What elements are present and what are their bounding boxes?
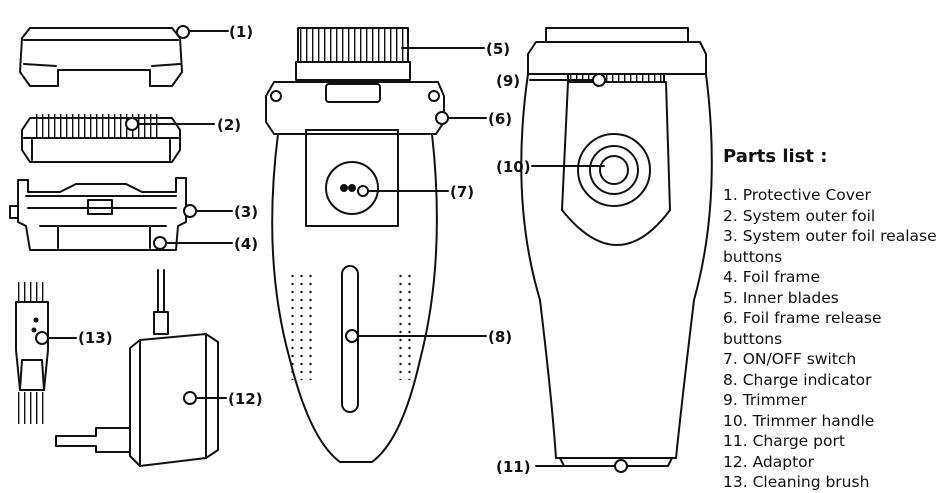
callout-8: (8) [488, 328, 512, 346]
shaver-back-view [520, 27, 713, 473]
parts-list-item: 12. Adaptor [723, 452, 815, 471]
parts-list-item: 4. Foil frame [723, 268, 821, 286]
parts-list-item: 2. System outer foil [723, 206, 876, 225]
parts-list-item: 7. ON/OFF switch [723, 350, 857, 368]
callout-9: (9) [496, 72, 520, 90]
protective-cover [19, 25, 190, 87]
shaver-front-view [265, 27, 449, 463]
parts-list-item: 9. Trimmer [723, 391, 807, 409]
callout-10: (10) [496, 158, 531, 176]
callout-12: (12) [228, 390, 263, 408]
callout-13: (13) [78, 329, 113, 347]
parts-list-item: 3. System outer foil realase buttons [723, 227, 937, 266]
foil-frame [9, 177, 197, 251]
parts-list: 1. Protective Cover 2. System outer foil… [723, 185, 943, 493]
parts-list-item: 5. Inner blades [723, 288, 839, 307]
parts-list-title: Parts list : [723, 146, 828, 167]
callout-3: (3) [234, 203, 258, 221]
parts-list-item: 10. Trimmer handle [723, 411, 875, 430]
callout-1: (1) [229, 23, 253, 41]
callout-2: (2) [217, 116, 241, 134]
callout-6: (6) [488, 110, 512, 128]
cleaning-brush [15, 282, 49, 424]
parts-list-item: 6. Foil frame release buttons [723, 309, 882, 348]
callout-5: (5) [486, 40, 510, 58]
parts-list-item: 11. Charge port [723, 432, 845, 450]
callout-11: (11) [496, 458, 531, 476]
parts-list-panel: Parts list : 1. Protective Cover 2. Syst… [723, 146, 943, 493]
adaptor [55, 269, 219, 467]
parts-list-item: 8. Charge indicator [723, 370, 872, 389]
parts-list-item: 13. Cleaning brush [723, 473, 870, 491]
callout-4: (4) [234, 235, 258, 253]
leader-lines [47, 30, 616, 467]
system-outer-foil [21, 114, 181, 163]
parts-list-item: 1. Protective Cover [723, 186, 871, 204]
callout-7: (7) [450, 183, 474, 201]
